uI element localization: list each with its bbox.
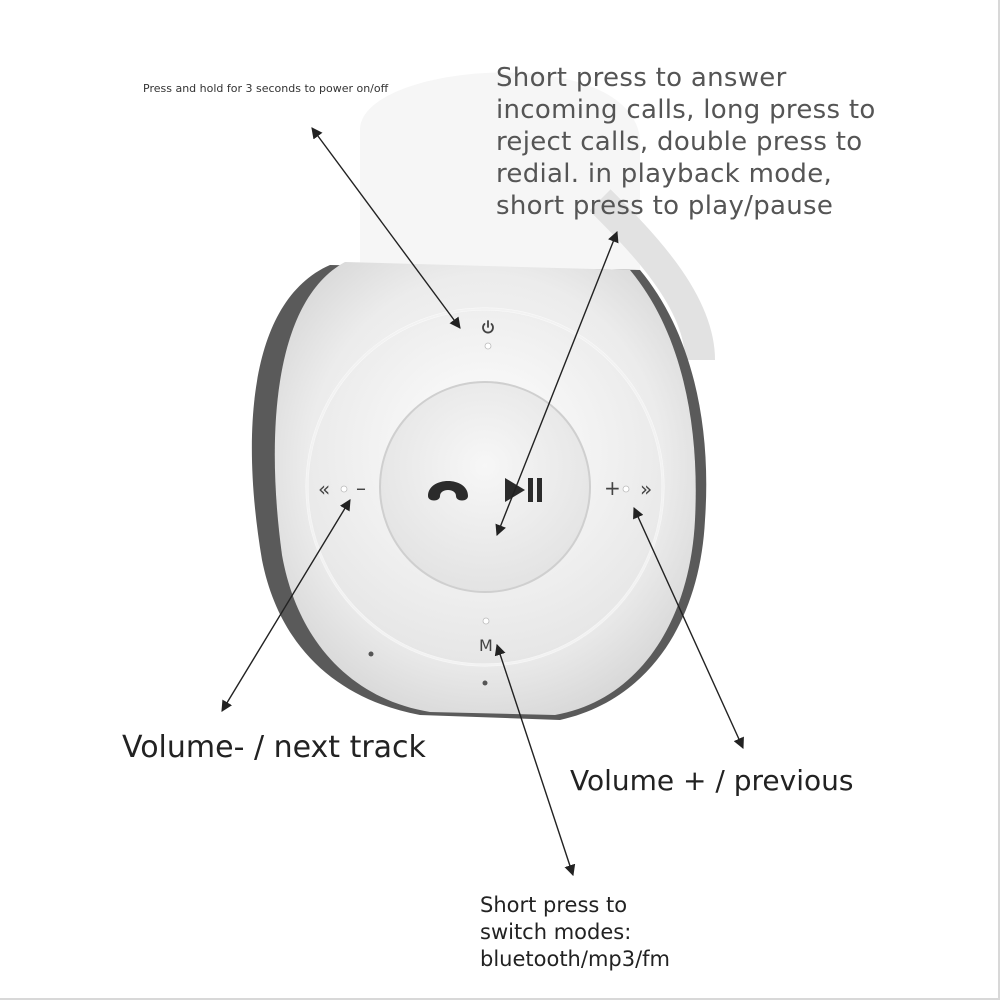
plus-glyph: + xyxy=(604,476,621,500)
mode-glyph: M xyxy=(479,636,493,655)
arrow-answer xyxy=(495,230,619,537)
mode-line: switch modes: xyxy=(480,920,632,944)
answer-line: Short press to answer xyxy=(496,63,787,93)
fast-forward-icon: » xyxy=(640,477,653,501)
headband-shade xyxy=(589,189,715,361)
answer-annotation: Short press to answer incoming calls, lo… xyxy=(496,62,876,222)
volume-down-annotation: Volume- / next track xyxy=(122,730,426,765)
arrow-volume-down xyxy=(221,499,351,712)
answer-line: incoming calls, long press to xyxy=(496,95,876,125)
phone-icon xyxy=(428,481,468,501)
arrow-volume-up xyxy=(633,506,744,750)
minus-glyph: – xyxy=(356,476,366,500)
arrow-power xyxy=(311,127,461,329)
answer-line: short press to play/pause xyxy=(496,191,834,221)
arrow-mode xyxy=(494,643,576,877)
power-annotation: Press and hold for 3 seconds to power on… xyxy=(143,82,389,95)
mode-line: bluetooth/mp3/fm xyxy=(480,947,671,971)
answer-line: reject calls, double press to xyxy=(496,127,863,157)
mode-line: Short press to xyxy=(480,893,628,917)
mode-annotation: Short press to switch modes: bluetooth/m… xyxy=(480,892,670,973)
annotation-arrows xyxy=(221,127,744,877)
mic-hole xyxy=(368,651,374,657)
center-button xyxy=(379,381,591,593)
rewind-icon: « xyxy=(318,477,331,501)
volume-up-annotation: Volume + / previous xyxy=(570,764,854,797)
answer-line: redial. in playback mode, xyxy=(496,159,833,189)
power-icon xyxy=(482,320,494,334)
mic-hole xyxy=(482,680,488,686)
